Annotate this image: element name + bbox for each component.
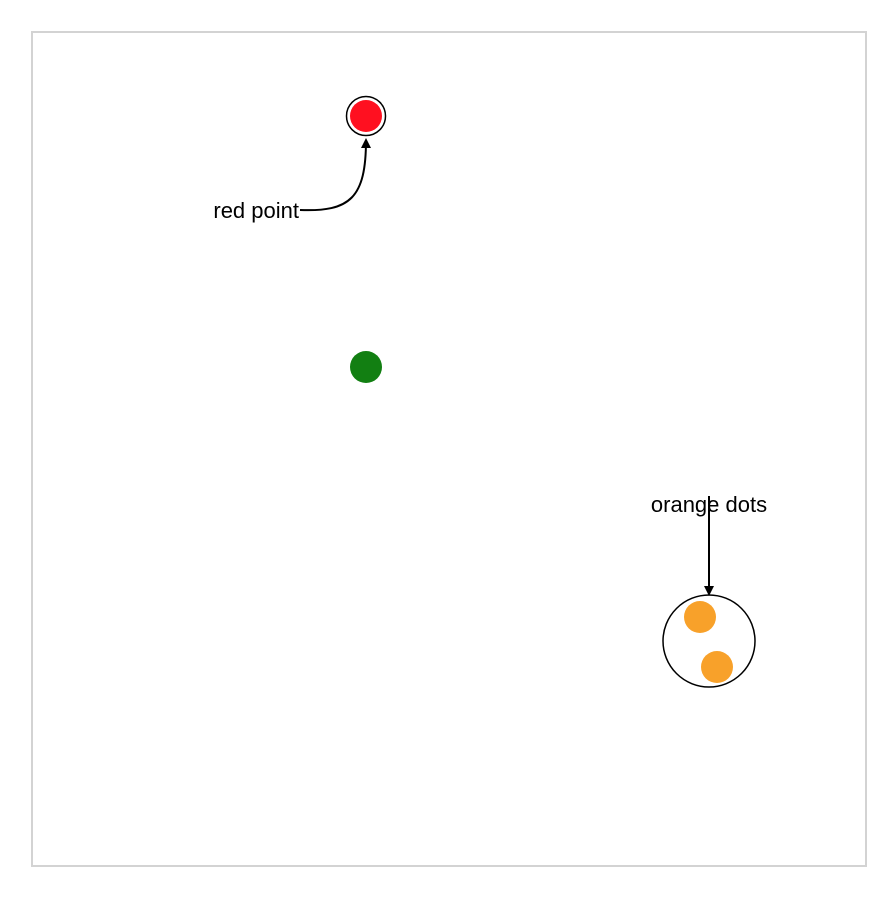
orange-dot xyxy=(701,651,733,683)
orange-dot xyxy=(684,601,716,633)
red-point-group xyxy=(345,95,387,137)
diagram-frame xyxy=(31,31,867,867)
green-point xyxy=(350,351,382,383)
red-point-highlight-ring xyxy=(345,95,387,137)
red-point-label: red point xyxy=(213,198,299,223)
red-point-arrow xyxy=(299,138,371,212)
orange-dots-label: orange dots xyxy=(651,492,767,517)
red-point xyxy=(350,100,382,132)
orange-dots-group xyxy=(662,594,756,688)
